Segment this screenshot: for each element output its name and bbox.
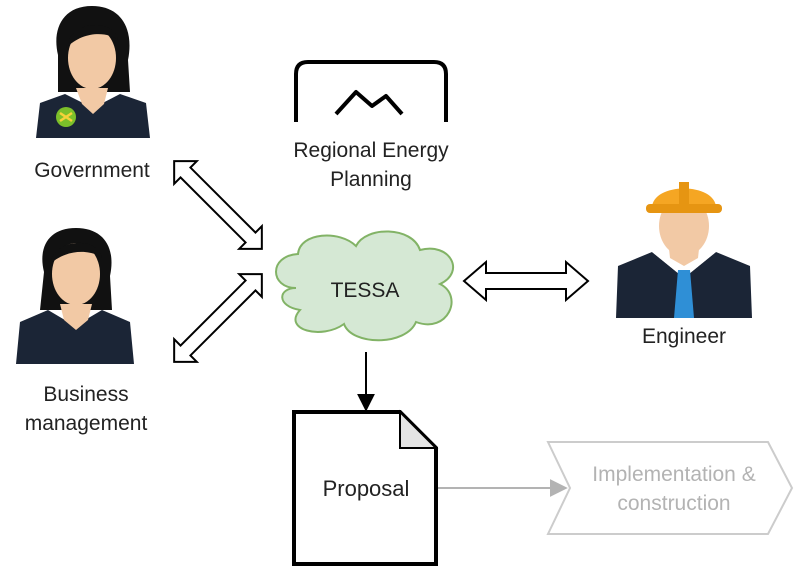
proposal-page-fold bbox=[399, 409, 439, 449]
engineer-person-icon bbox=[616, 182, 752, 318]
implementation-label-line2: construction bbox=[617, 492, 731, 515]
government-person-icon bbox=[36, 6, 150, 138]
implementation-label: Implementation & construction bbox=[560, 460, 788, 518]
planning-label-line1: Regional Energy bbox=[293, 139, 449, 162]
implementation-step-shape bbox=[546, 441, 794, 535]
implementation-label-line1: Implementation & bbox=[592, 463, 756, 486]
tessa-cloud-shape bbox=[275, 230, 454, 342]
proposal-label: Proposal bbox=[322, 476, 410, 501]
planning-chart-icon bbox=[294, 60, 448, 122]
planning-label-line2: Planning bbox=[330, 168, 412, 191]
business-label-line2: management bbox=[24, 412, 148, 435]
arrow-government-tessa bbox=[173, 160, 263, 250]
business-person-icon bbox=[16, 228, 134, 364]
business-management-label: Business management bbox=[6, 380, 166, 438]
proposal-document-shape bbox=[292, 410, 438, 566]
government-label: Government bbox=[34, 159, 150, 182]
tessa-label: TESSA bbox=[330, 279, 400, 302]
business-label-line1: Business bbox=[43, 383, 129, 406]
engineer-label: Engineer bbox=[641, 325, 727, 348]
planning-label: Regional Energy Planning bbox=[261, 136, 481, 194]
arrow-tessa-engineer bbox=[462, 259, 590, 303]
arrow-business-tessa bbox=[173, 273, 263, 363]
